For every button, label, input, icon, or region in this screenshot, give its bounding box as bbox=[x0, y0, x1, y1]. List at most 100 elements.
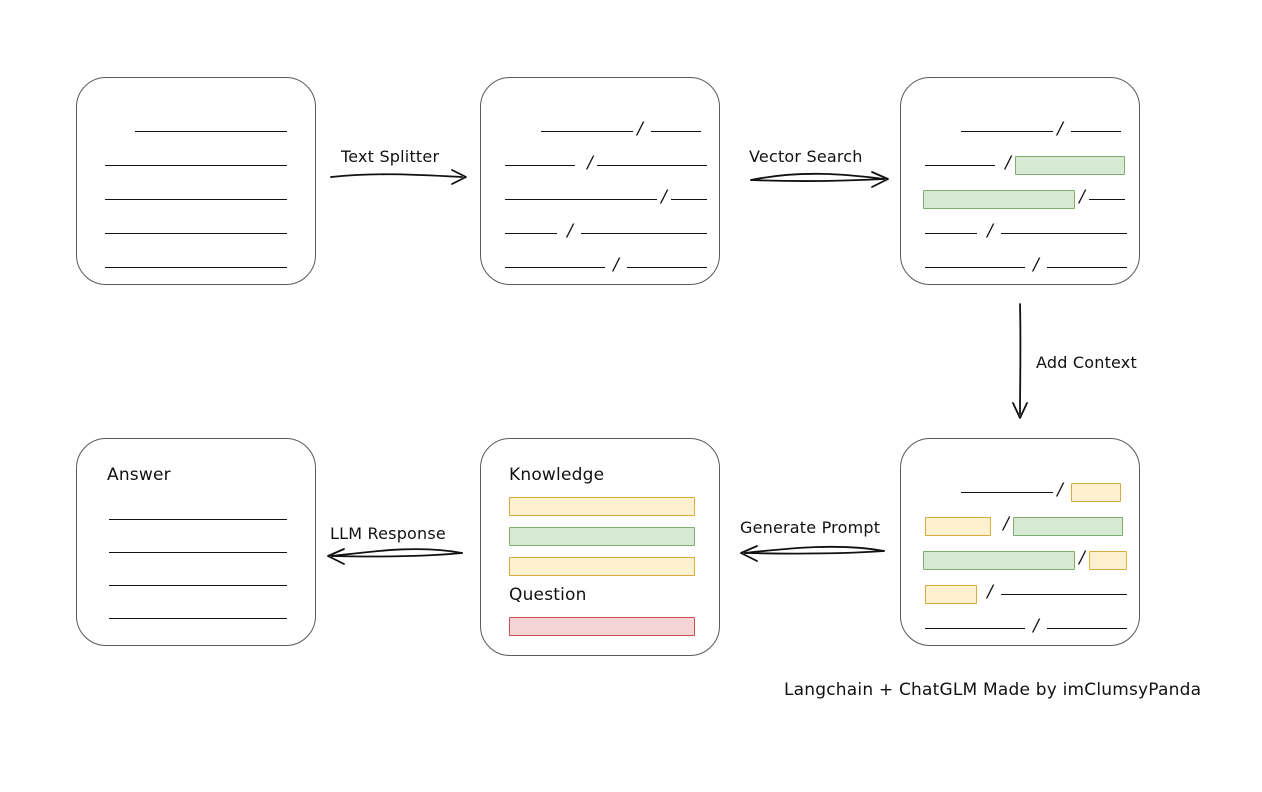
answer-card[interactable]: Answer bbox=[76, 438, 316, 646]
document-line: / bbox=[901, 615, 1139, 636]
vector-search-arrow bbox=[750, 171, 889, 188]
split-separator: / bbox=[587, 152, 593, 173]
green-highlight-chunk bbox=[1015, 155, 1125, 175]
text-segment bbox=[961, 491, 1053, 493]
document-line: / bbox=[901, 220, 1139, 241]
knowledge-heading: Knowledge bbox=[509, 465, 605, 485]
text-segment bbox=[597, 164, 707, 166]
text-segment bbox=[505, 164, 575, 166]
vector-search-label: Vector Search bbox=[749, 147, 863, 166]
green-highlight-chunk bbox=[1013, 516, 1123, 536]
text-segment bbox=[505, 266, 605, 268]
green-highlight-chunk bbox=[923, 550, 1075, 570]
split-separator: / bbox=[1079, 547, 1085, 568]
generate-prompt-arrow bbox=[740, 545, 885, 562]
text-segment bbox=[651, 130, 701, 132]
document-line bbox=[77, 259, 315, 275]
document-line: / bbox=[901, 254, 1139, 275]
split-document-card[interactable]: / / / / / bbox=[480, 77, 720, 285]
yellow-highlight-chunk bbox=[925, 516, 991, 536]
text-segment bbox=[581, 232, 707, 234]
document-line bbox=[77, 577, 315, 593]
text-segment bbox=[671, 198, 707, 200]
split-separator: / bbox=[1057, 479, 1063, 500]
generate-prompt-label: Generate Prompt bbox=[740, 518, 881, 537]
text-segment bbox=[105, 198, 287, 200]
text-segment bbox=[505, 198, 657, 200]
split-separator: / bbox=[987, 220, 993, 241]
text-splitter-label: Text Splitter bbox=[341, 147, 440, 166]
split-separator: / bbox=[1005, 152, 1011, 173]
text-segment bbox=[505, 232, 557, 234]
green-prompt-bar bbox=[509, 527, 695, 546]
text-segment bbox=[1001, 232, 1127, 234]
text-segment bbox=[1001, 593, 1127, 595]
document-line bbox=[77, 511, 315, 527]
text-segment bbox=[105, 164, 287, 166]
split-separator: / bbox=[987, 581, 993, 602]
yellow-highlight-chunk bbox=[1089, 550, 1127, 570]
document-line: / bbox=[901, 547, 1139, 570]
text-segment bbox=[109, 617, 287, 619]
document-line: / bbox=[481, 118, 719, 139]
text-segment bbox=[105, 266, 287, 268]
document-line: / bbox=[901, 186, 1139, 209]
document-line: / bbox=[481, 186, 719, 207]
document-line: / bbox=[481, 152, 719, 173]
split-separator: / bbox=[1057, 118, 1063, 139]
document-line bbox=[77, 157, 315, 173]
add-context-label: Add Context bbox=[1036, 353, 1137, 372]
document-line: / bbox=[901, 515, 1139, 536]
llm-response-label: LLM Response bbox=[330, 524, 446, 543]
llm-response-arrow bbox=[327, 548, 463, 565]
document-line: / bbox=[901, 152, 1139, 175]
text-segment bbox=[925, 164, 995, 166]
red-prompt-bar bbox=[509, 617, 695, 636]
retrieved-document-card[interactable]: / / / / / bbox=[900, 77, 1140, 285]
document-line bbox=[77, 191, 315, 207]
answer-heading: Answer bbox=[107, 465, 171, 485]
text-segment bbox=[1089, 198, 1125, 200]
add-context-arrow bbox=[1012, 303, 1028, 419]
document-line: / bbox=[901, 118, 1139, 139]
split-separator: / bbox=[1033, 615, 1039, 636]
split-separator: / bbox=[661, 186, 667, 207]
document-line bbox=[77, 225, 315, 241]
split-separator: / bbox=[1079, 186, 1085, 207]
yellow-highlight-chunk bbox=[925, 584, 977, 604]
document-line bbox=[77, 123, 315, 139]
text-segment bbox=[109, 584, 287, 586]
text-segment bbox=[925, 232, 977, 234]
context-document-card[interactable]: / / / / / bbox=[900, 438, 1140, 646]
split-separator: / bbox=[1033, 254, 1039, 275]
split-separator: / bbox=[613, 254, 619, 275]
document-line: / bbox=[901, 479, 1139, 502]
text-segment bbox=[925, 266, 1025, 268]
text-segment bbox=[109, 518, 287, 520]
text-segment bbox=[1071, 130, 1121, 132]
yellow-prompt-bar bbox=[509, 557, 695, 576]
prompt-card[interactable]: Knowledge Question bbox=[480, 438, 720, 656]
text-segment bbox=[1047, 266, 1127, 268]
text-segment bbox=[961, 130, 1053, 132]
text-segment bbox=[109, 551, 287, 553]
split-separator: / bbox=[567, 220, 573, 241]
split-separator: / bbox=[637, 118, 643, 139]
footer-credit: Langchain + ChatGLM Made by imClumsyPand… bbox=[784, 680, 1202, 700]
text-segment bbox=[105, 232, 287, 234]
document-line: / bbox=[901, 581, 1139, 604]
text-segment bbox=[541, 130, 633, 132]
text-segment bbox=[1047, 627, 1127, 629]
yellow-prompt-bar bbox=[509, 497, 695, 516]
text-segment bbox=[135, 130, 287, 132]
question-heading: Question bbox=[509, 585, 587, 605]
source-document-card[interactable] bbox=[76, 77, 316, 285]
text-segment bbox=[925, 627, 1025, 629]
green-highlight-chunk bbox=[923, 189, 1075, 209]
text-segment bbox=[627, 266, 707, 268]
yellow-highlight-chunk bbox=[1071, 482, 1121, 502]
document-line: / bbox=[481, 254, 719, 275]
text-splitter-arrow bbox=[330, 169, 467, 185]
document-line bbox=[77, 610, 315, 626]
